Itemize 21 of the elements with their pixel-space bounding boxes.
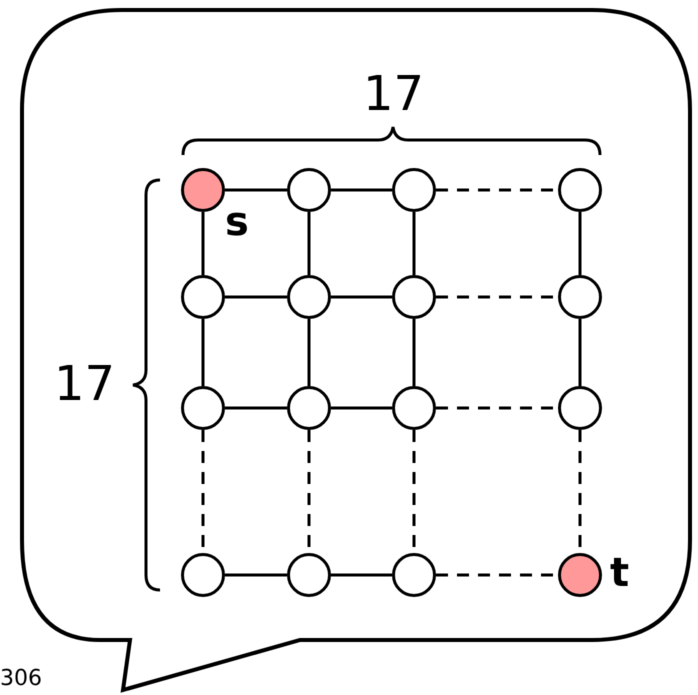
edge-line [331, 406, 392, 410]
vertex-label: t [610, 553, 630, 593]
vertex-label: s [225, 202, 249, 242]
page-number: 306 [0, 668, 42, 690]
edge-line [225, 406, 287, 410]
dimension-label: 17 [363, 70, 424, 118]
edge-line [331, 296, 392, 298]
edge-line [225, 574, 287, 576]
edge-line [225, 188, 287, 192]
edge-line [412, 319, 416, 386]
edge-line [578, 212, 582, 275]
edge-line [578, 319, 582, 386]
dimension-label: 17 [54, 360, 116, 408]
edge-line [331, 574, 392, 576]
edge-line [225, 296, 287, 298]
edge-line [202, 319, 204, 386]
edge-line [412, 212, 416, 275]
edge-line [202, 212, 204, 275]
edge-line [308, 319, 310, 386]
edge-line [308, 212, 310, 275]
edge-line [331, 188, 392, 192]
